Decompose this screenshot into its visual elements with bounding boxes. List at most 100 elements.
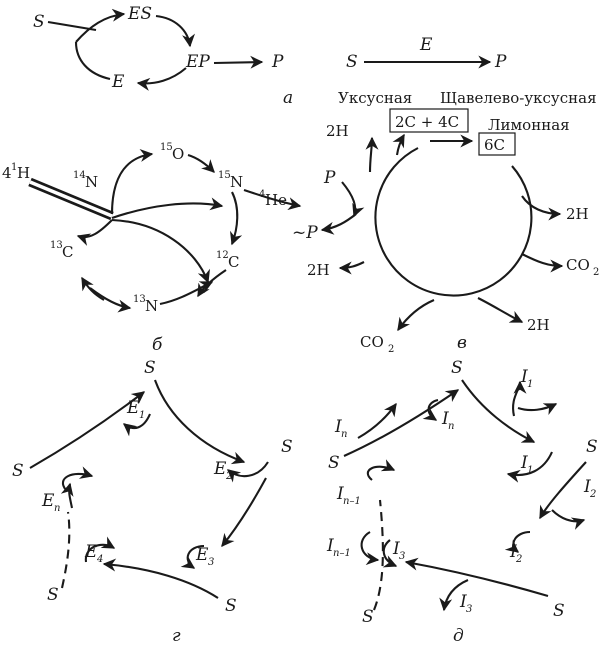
complex-es: ES [127,4,152,24]
d-i2-right: I [583,477,591,497]
d-i3-bottom-sub: 3 [466,604,472,615]
g-e3-loop-arrow [180,544,205,569]
h2-right-arrow [521,195,562,221]
d-i2-right-sub: 2 [589,489,596,500]
enzyme-e: E [111,72,125,92]
h2-left-label: 2H [307,261,330,279]
g-en-up-arrow [60,482,74,509]
d-right-to-i2-arrow [539,461,587,520]
c13-mass: 13 [50,240,63,251]
d-substrate-top: S [451,358,463,378]
co2-right-arrow [521,253,564,273]
g-en-sub: n [54,503,60,514]
d-i3-loop-arrow [382,539,398,568]
phosphate-high-energy: ~P [292,223,318,243]
d-i2-to-i3-arrow [404,557,549,598]
n13-to-c13-arrow [81,276,105,301]
o15-to-n15-arrow [187,153,215,173]
d-i1: I [520,453,528,473]
d-inm1-b-loop-arrow [360,531,380,566]
d-i1-top-arrow [517,403,558,416]
reaction-e: E [419,35,433,55]
panel-label-v: в [457,333,467,353]
g-substrate-bottom-right: S [225,596,237,616]
h2-top-label: 2H [326,122,349,140]
box-2c-4c-text: 2C + 4C [395,113,459,131]
o15-symbol: O [172,145,184,163]
d-i3: I [392,539,400,559]
h2-bottom-label: 2H [527,316,550,334]
complex-ep: EP [185,52,210,72]
product-p: P [271,52,284,72]
panel-d: S I 1 I n I n S I 1 S I n–1 I 2 I n–1 I … [326,358,598,646]
g-en: E [41,491,55,511]
panel-label-g: г [172,626,181,646]
g-e1-sub: 1 [139,410,145,421]
d-s-to-in-arrow [343,389,460,457]
e-to-es-arrow [75,8,126,43]
c13-symbol: C [62,243,73,261]
beam-to-c13-arrow [76,219,113,246]
g-dashed-path [60,511,71,589]
d-substrate-right: S [586,437,598,457]
e-loop-line [74,41,111,81]
h2-left-arrow [338,261,365,275]
reaction-s: S [346,52,358,72]
phosphate-p: P [323,168,336,188]
g-e2: E [213,459,227,479]
h2-top-arrow [365,136,379,173]
d-in-a-sub: n [448,421,454,432]
d-i2-right-arrow [551,509,586,530]
co2-bottom-arrow [397,299,435,332]
g-e1-loop-arrow [122,413,151,437]
hydrogen-count: 4 [2,164,12,182]
d-in-a: I [441,409,449,429]
panel-a: S ES EP P E S E P а [33,4,507,108]
n14-to-o15-arrow [110,149,154,215]
g-substrate-left: S [12,461,24,481]
d-i1-top-line [512,380,527,417]
d-inm1-loop-arrow [366,459,396,481]
cycle-to-box-arrow [392,133,405,156]
box-6c [478,132,516,156]
d-in-loop-arrow [422,398,439,421]
d-in-b: I [334,417,342,437]
d-inm1-a: I [336,484,344,504]
panel-v: Уксусная Щавелево-уксусная Лимонная 2C +… [292,89,599,355]
d-inm1-b-sub: n–1 [333,548,351,559]
helium-emission-arrow [243,189,302,211]
g-e2-loop-arrow [227,461,269,483]
g-e3-to-e4-arrow [102,558,219,599]
reaction-p: P [494,52,507,72]
g-substrate-bottom-left: S [47,585,59,605]
panel-g: S E 1 S E 2 S E n E 4 E 3 S S г [12,358,293,646]
d-in-b-sub: n [341,429,347,440]
box-6c-text: 6C [484,136,505,154]
citric-label: Лимонная [488,116,570,134]
d-substrate-bottom-right: S [553,601,565,621]
c12-symbol: C [228,253,239,271]
g-substrate-right: S [281,437,293,457]
d-in-b-arrow [357,402,397,439]
d-i2-sub: 2 [515,554,522,565]
n15-symbol: N [230,173,243,191]
p-out-arrow [320,213,357,235]
d-i3-bottom: I [459,592,467,612]
acetic-label: Уксусная [338,89,412,107]
d-i1-sub: 1 [527,465,533,476]
d-i3-bottom-arrow [439,579,469,612]
g-e2-to-e3-arrow [221,477,267,548]
g-e3-sub: 3 [208,557,214,568]
g-e3: E [195,545,209,565]
g-substrate-top: S [144,358,156,378]
oxaloacetic-label: Щавелево-уксусная [440,89,597,107]
hydrogen-symbol: H [17,164,30,182]
d-i1-loop-arrow [506,451,553,483]
c12-to-n13-arrow [197,269,227,298]
panel-label-a: а [283,88,293,108]
hydrogen-mass: 1 [11,162,17,173]
g-e4-sub: 4 [96,554,103,565]
beam-to-n15-arrow [111,197,224,219]
d-i2-loop-arrow [504,530,531,553]
